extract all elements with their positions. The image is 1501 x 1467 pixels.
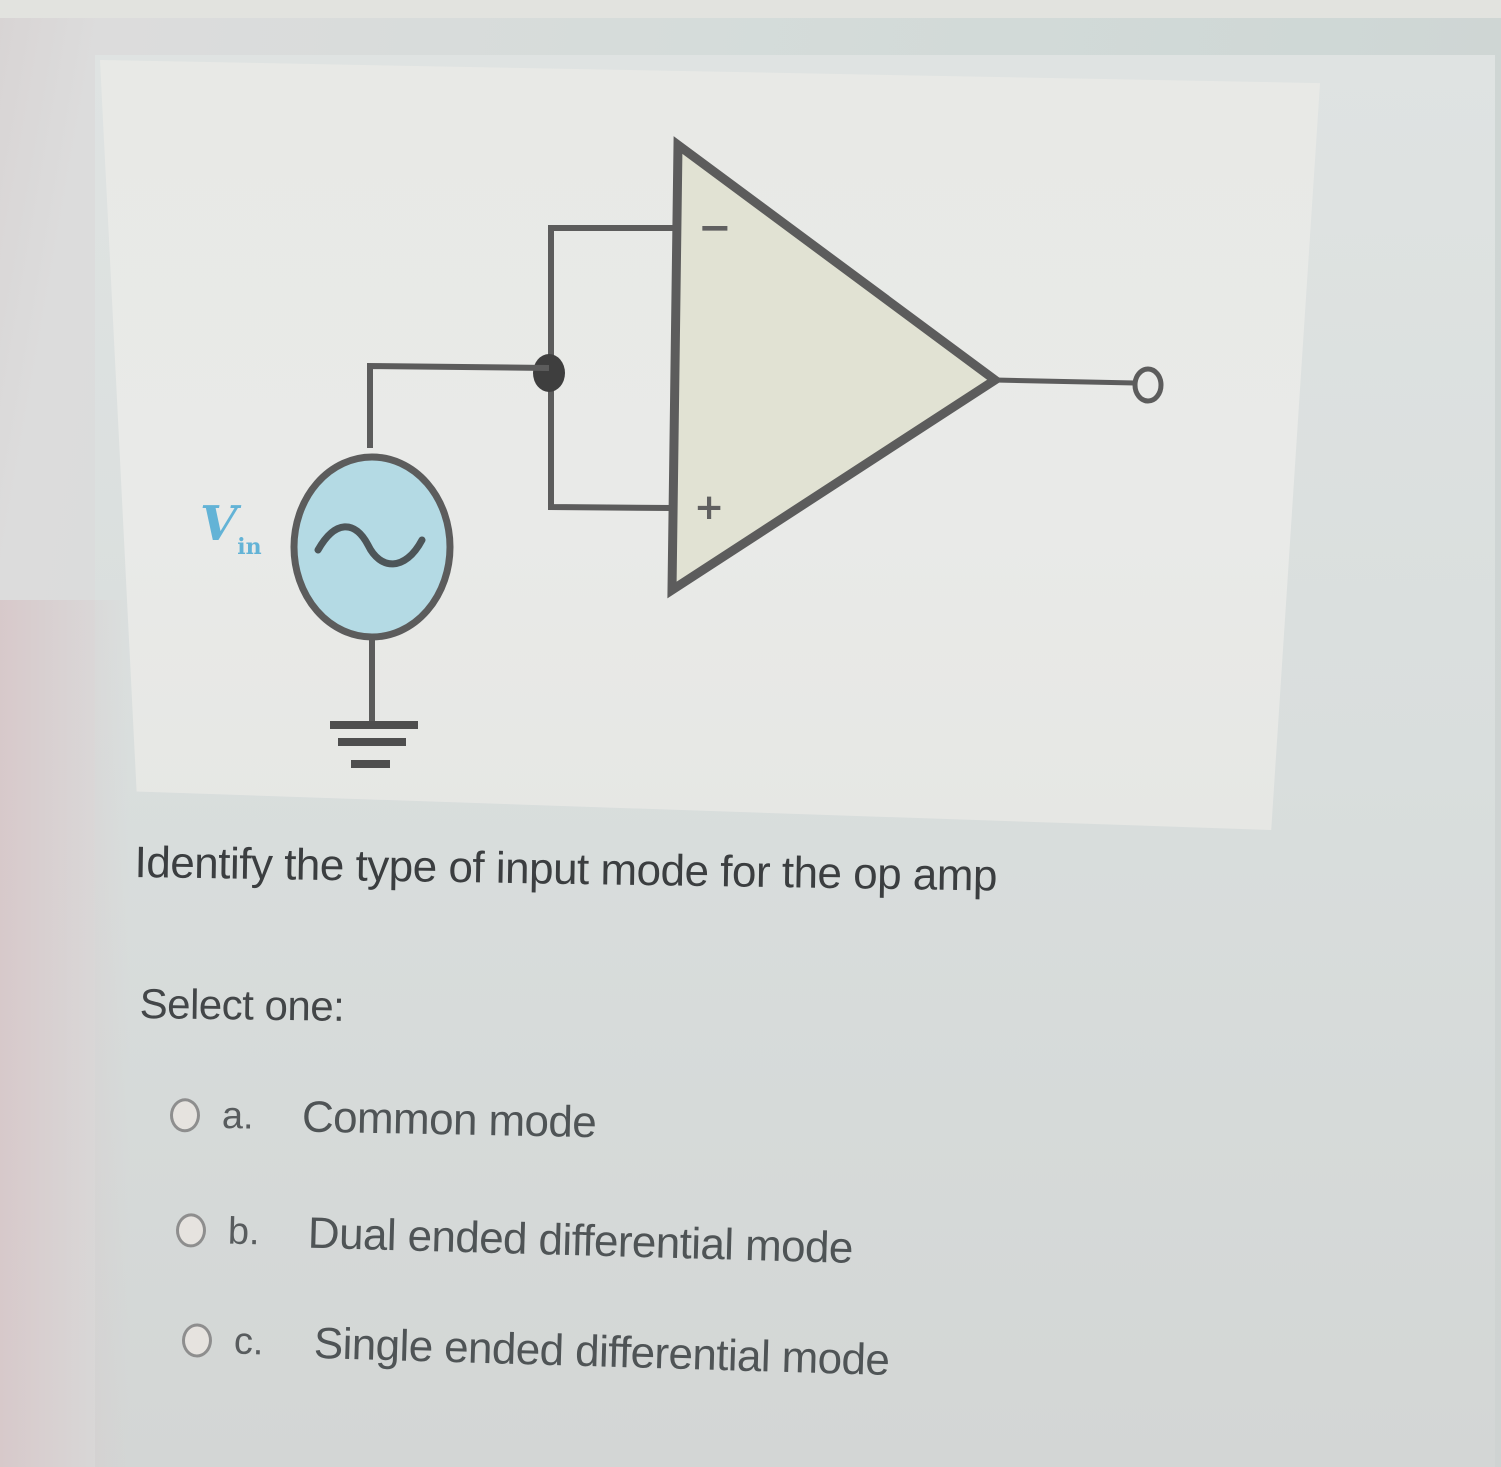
op-amp-triangle-icon	[667, 136, 1003, 599]
option-label[interactable]: Common mode	[301, 1092, 597, 1148]
option-letter: a.	[221, 1094, 255, 1138]
option-letter: c.	[233, 1320, 265, 1363]
radio-button-icon[interactable]	[181, 1323, 213, 1358]
junction-dot-icon	[533, 354, 565, 392]
radio-button-icon[interactable]	[169, 1098, 201, 1133]
op-amp-circuit-diagram	[290, 136, 1164, 768]
vin-source-label: Vin	[200, 496, 262, 560]
option-letter: b.	[227, 1209, 261, 1253]
screen-glare	[0, 600, 130, 1467]
output-terminal-icon	[1132, 366, 1164, 404]
sine-wave-icon	[314, 523, 426, 568]
noninverting-input-label: +	[694, 487, 725, 528]
radio-button-icon[interactable]	[175, 1213, 207, 1248]
ground-icon	[330, 721, 418, 768]
select-one-prompt: Select one:	[139, 980, 345, 1030]
inverting-input-label: −	[698, 205, 732, 251]
screen-top-edge	[0, 0, 1501, 18]
answer-option-a[interactable]: a. Common mode	[169, 1090, 597, 1148]
